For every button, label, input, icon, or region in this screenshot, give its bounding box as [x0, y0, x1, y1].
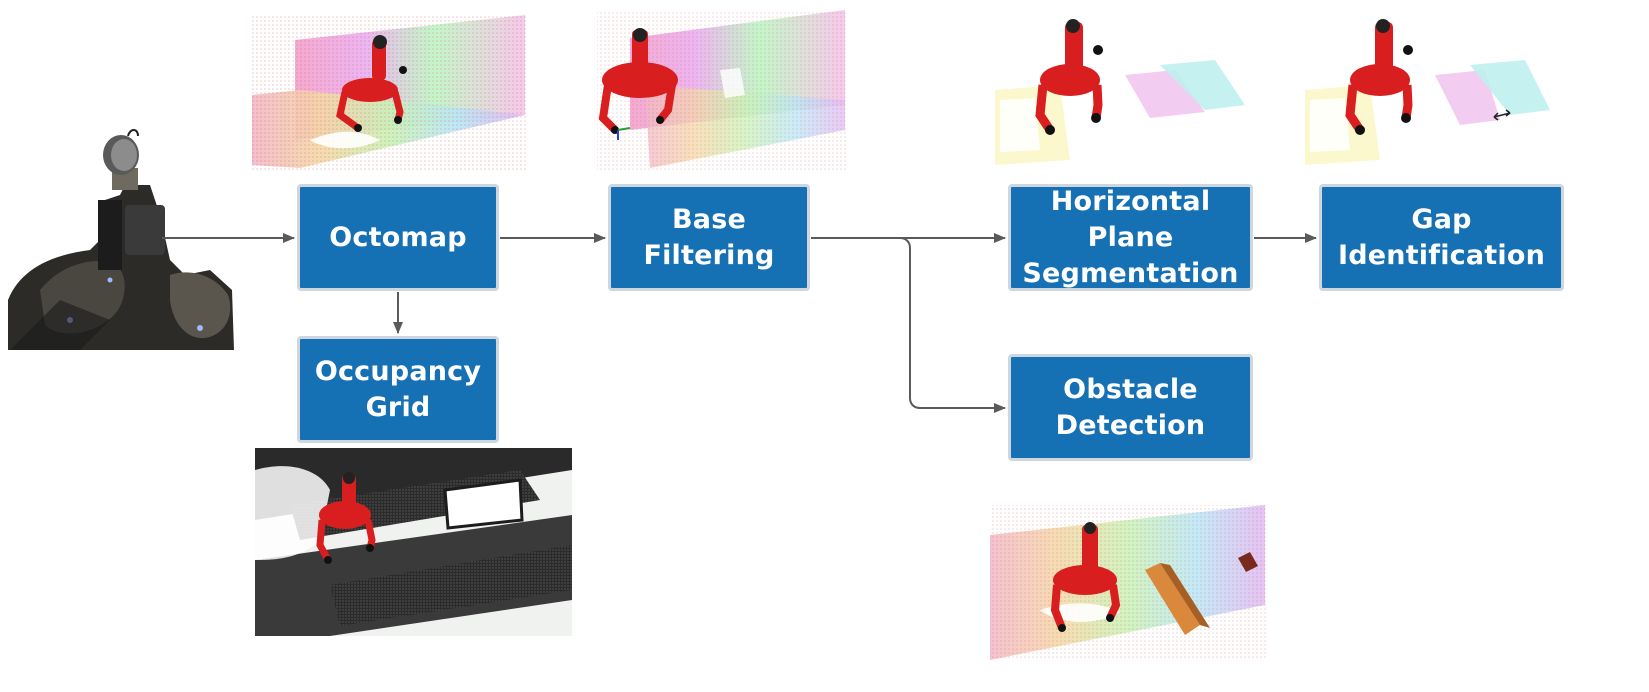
- plane-segmentation-image: [995, 19, 1245, 165]
- node-label-line: Horizontal Plane: [1050, 185, 1211, 253]
- edges: [162, 233, 1317, 413]
- node-label-line: Obstacle: [1063, 373, 1198, 405]
- node-label-line: Occupancy: [314, 355, 482, 387]
- robot-photo: [8, 129, 234, 350]
- robot-icon: [336, 35, 407, 132]
- node-horizontal-plane-segmentation: Horizontal Plane Segmentation: [1008, 184, 1253, 291]
- robot-icon: [1345, 19, 1413, 135]
- node-label-line: Base Filtering: [643, 203, 775, 271]
- node-label-line: Identification: [1337, 239, 1546, 271]
- node-gap-identification: Gap Identification: [1319, 184, 1564, 291]
- obstacle-small-icon: [1238, 552, 1258, 572]
- node-label-line: Grid: [365, 391, 431, 423]
- node-label-line: Detection: [1055, 409, 1206, 441]
- robot-icon: [598, 28, 678, 140]
- obstacle-box-icon: [1145, 563, 1210, 635]
- robot-icon: [1050, 522, 1121, 632]
- node-octomap: Octomap: [297, 184, 499, 291]
- robot-icon: [316, 472, 376, 564]
- occupancy-grid-image: [255, 448, 572, 636]
- gap-identification-image: [1305, 19, 1550, 165]
- filtered-pointcloud-image: [597, 10, 847, 170]
- robot-icon: [1035, 19, 1103, 135]
- node-label-line: Octomap: [329, 221, 467, 253]
- obstacle-pointcloud-image: [990, 505, 1267, 660]
- edge-base-filtering-to-obstacle-detection: [899, 237, 1006, 413]
- octomap-pointcloud-image: [252, 15, 527, 170]
- node-label-line: Segmentation: [1022, 257, 1239, 289]
- gap-marker-icon: [1493, 109, 1511, 121]
- node-obstacle-detection: Obstacle Detection: [1008, 354, 1253, 461]
- node-base-filtering: Base Filtering: [608, 184, 810, 291]
- node-label-line: Gap: [1411, 203, 1472, 235]
- node-occupancy-grid: Occupancy Grid: [297, 336, 499, 443]
